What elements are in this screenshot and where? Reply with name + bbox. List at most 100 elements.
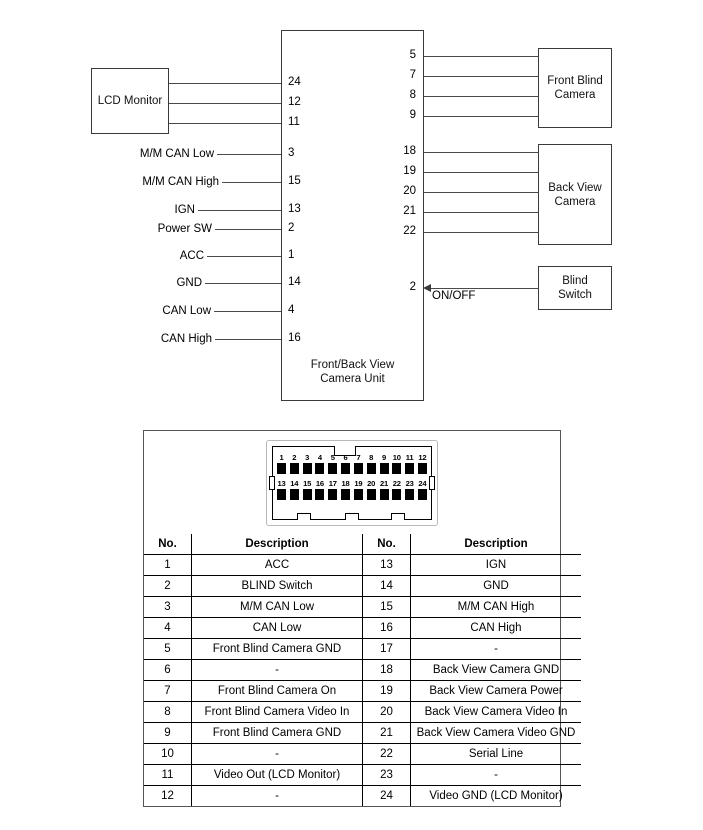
connector-notch-bottom-mid — [345, 512, 359, 520]
connector-pin-13: 13 — [276, 479, 287, 500]
connector-pin-23: 23 — [404, 479, 415, 500]
connector-pin-terminal — [353, 488, 363, 500]
connector-pin-number: 20 — [367, 478, 376, 488]
header-no-left: No. — [144, 534, 192, 555]
pin-number-15: 15 — [288, 175, 301, 187]
cell-pin-description: IGN — [410, 554, 581, 576]
connector-pin-16: 16 — [314, 479, 325, 500]
cell-pin-number: 18 — [362, 659, 411, 681]
cell-pin-description: - — [191, 743, 363, 765]
connector-pin-number: 6 — [343, 452, 348, 462]
connector-pin-9: 9 — [379, 453, 390, 474]
connector-pin-5: 5 — [327, 453, 338, 474]
pin-number-20: 20 — [403, 185, 416, 197]
connector-notch-left — [269, 475, 275, 490]
wire-pin-1 — [207, 256, 283, 257]
cell-pin-description: Back View Camera GND — [410, 659, 581, 681]
connector-pin-terminal — [366, 462, 376, 474]
front-blind-camera-box: Front Blind Camera — [538, 48, 612, 128]
pin-number-12: 12 — [288, 96, 301, 108]
on-off-label: ON/OFF — [432, 290, 476, 302]
cell-pin-number: 4 — [144, 617, 192, 639]
connector-pin-number: 3 — [305, 452, 310, 462]
cell-pin-description: Front Blind Camera GND — [191, 722, 363, 744]
cell-pin-number: 9 — [144, 722, 192, 744]
connector-pin-terminal — [328, 488, 338, 500]
cell-pin-description: - — [191, 785, 363, 806]
connector-pin-number: 18 — [341, 478, 350, 488]
wire-pin-8 — [423, 96, 538, 97]
signal-label-ign: IGN — [174, 204, 195, 216]
signal-label-acc: ACC — [179, 250, 204, 262]
connector-pin-number: 7 — [356, 452, 361, 462]
cell-pin-description: BLIND Switch — [191, 575, 363, 597]
wire-pin-12 — [168, 103, 283, 104]
wire-pin-16 — [215, 339, 283, 340]
connector-pin-number: 2 — [292, 452, 297, 462]
connector-pin-number: 17 — [328, 478, 337, 488]
pin-number-21: 21 — [403, 205, 416, 217]
cell-pin-number: 23 — [362, 764, 411, 786]
connector-pin-number: 4 — [317, 452, 322, 462]
cell-pin-number: 14 — [362, 575, 411, 597]
cell-pin-number: 15 — [362, 596, 411, 618]
table-header-row: No. Description No. Description — [144, 534, 581, 555]
connector-pin-number: 21 — [379, 478, 389, 488]
connector-pin-number: 11 — [405, 452, 414, 462]
pin-number-4: 4 — [288, 304, 295, 316]
pin-number-blind-switch: 2 — [409, 281, 416, 293]
connector-pin-number: 5 — [330, 452, 335, 462]
connector-pin-terminal — [405, 462, 415, 474]
wire-pin-13 — [198, 210, 283, 211]
camera-unit-label: Front/Back View Camera Unit — [310, 359, 395, 385]
connector-pin-terminal — [302, 488, 312, 500]
connector-pin-terminal — [277, 462, 286, 474]
connector-notch-right — [429, 475, 435, 490]
connector-pin-terminal — [379, 462, 389, 474]
pin-number-5: 5 — [409, 49, 416, 61]
connector-pin-number: 22 — [392, 478, 401, 488]
connector-pin-terminal — [289, 462, 299, 474]
connector-pin-terminal — [417, 488, 427, 500]
connector-pin-terminal — [379, 488, 389, 500]
cell-pin-number: 3 — [144, 596, 192, 618]
connector-pin-12: 12 — [417, 453, 428, 474]
pin-number-14: 14 — [288, 276, 301, 288]
connector-pin-terminal — [341, 462, 351, 474]
cell-pin-number: 5 — [144, 638, 192, 660]
pin-number-9: 9 — [409, 109, 416, 121]
cell-pin-number: 17 — [362, 638, 411, 660]
wire-pin-21 — [423, 212, 538, 213]
connector-pin-terminal — [405, 488, 415, 500]
wire-pin-18 — [423, 152, 538, 153]
cell-pin-description: Front Blind Camera GND — [191, 638, 363, 660]
connector-pin-4: 4 — [314, 453, 325, 474]
connector-pin-1: 1 — [276, 453, 287, 474]
connector-pin-number: 19 — [354, 478, 363, 488]
cell-pin-description: - — [410, 764, 581, 786]
connector-pin-6: 6 — [340, 453, 351, 474]
wire-pin-5 — [423, 56, 538, 57]
connector-pin-21: 21 — [379, 479, 390, 500]
wire-pin-20 — [423, 192, 538, 193]
connector-pin-terminal — [417, 462, 427, 474]
cell-pin-description: Video GND (LCD Monitor) — [410, 785, 581, 806]
connector-pin-terminal — [328, 462, 338, 474]
wire-pin-11 — [168, 123, 283, 124]
cell-pin-description: ACC — [191, 554, 363, 576]
cell-pin-number: 6 — [144, 659, 192, 681]
wire-pin-4 — [214, 311, 283, 312]
